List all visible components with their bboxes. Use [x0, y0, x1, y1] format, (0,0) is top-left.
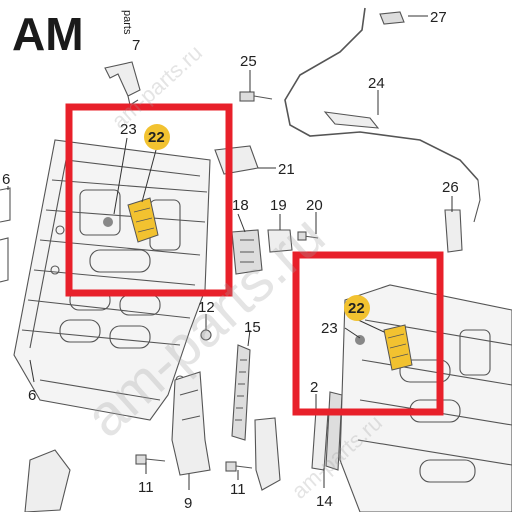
bracket-22-right	[383, 324, 413, 371]
callout-22-right: 22	[348, 300, 365, 317]
callout-7: 7	[132, 37, 140, 54]
callout-14: 14	[316, 493, 333, 510]
callout-26: 26	[442, 179, 459, 196]
callout-11-right: 11	[230, 481, 246, 498]
logo-suffix: parts	[121, 10, 133, 35]
callout-21: 21	[278, 161, 295, 178]
callout-9: 9	[184, 495, 192, 512]
callout-27: 27	[430, 9, 447, 26]
logo-letters: AM	[12, 8, 84, 60]
callout-15: 15	[244, 319, 261, 336]
watermark-top: am-parts.ru	[107, 40, 207, 134]
callout-6-left-top: 6	[2, 171, 10, 188]
bolt-25	[239, 91, 273, 102]
seat-back-panel-right	[339, 284, 512, 512]
highlight-box-right	[292, 251, 444, 416]
callout-6-left-bottom: 6	[28, 387, 36, 404]
screw-23-right	[355, 335, 365, 345]
callout-24: 24	[368, 75, 385, 92]
callout-22-left: 22	[148, 129, 165, 146]
callout-23-right: 23	[321, 320, 338, 337]
callout-25: 25	[240, 53, 257, 70]
leader-lines	[7, 15, 453, 490]
highlight-box-left	[65, 103, 233, 297]
callout-11-left: 11	[138, 479, 154, 496]
bracket-22-left	[127, 197, 159, 243]
screw-23-left	[103, 217, 113, 227]
am-parts-logo: AM parts	[12, 8, 133, 60]
callout-2: 2	[310, 379, 318, 396]
badge-22-right	[344, 295, 370, 321]
callout-18: 18	[232, 197, 249, 214]
callout-19: 19	[270, 197, 287, 214]
callout-23-left: 23	[120, 121, 137, 138]
callout-12: 12	[198, 299, 215, 316]
bolts-11	[135, 454, 253, 472]
diagram-artwork	[0, 7, 512, 512]
badge-22-left	[144, 124, 170, 150]
callout-20: 20	[306, 197, 323, 214]
